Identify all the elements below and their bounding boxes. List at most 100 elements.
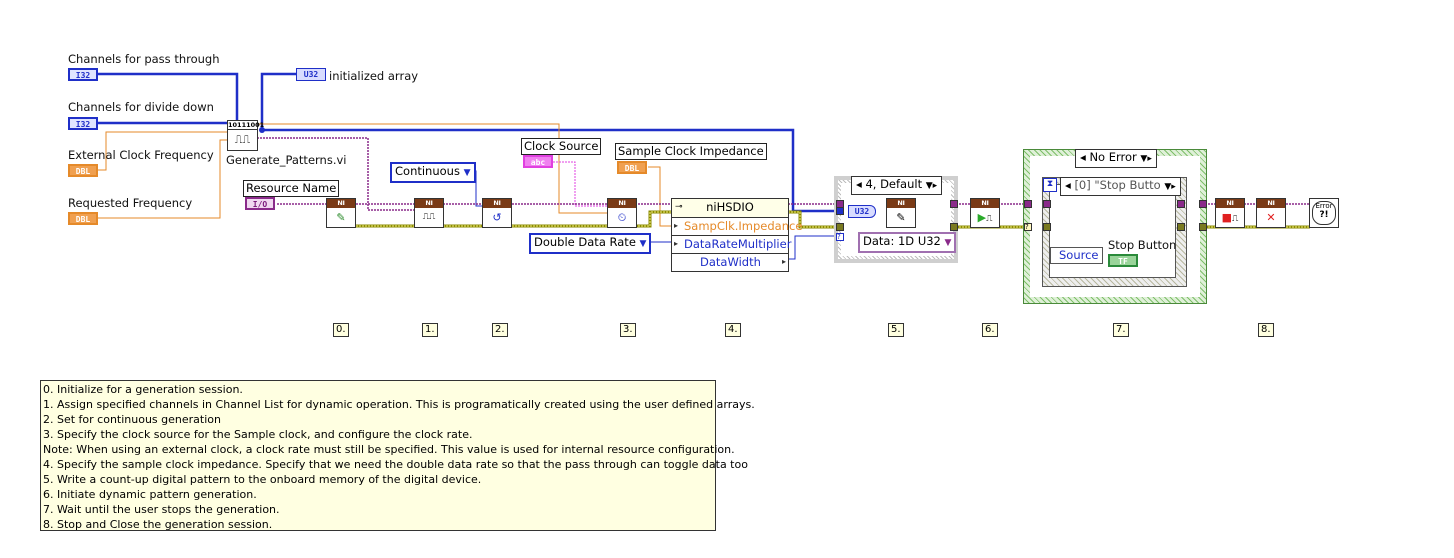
sample-clock-impedance-terminal[interactable]: DBL <box>617 161 647 174</box>
error-tunnel-out <box>950 223 958 231</box>
square-wave-icon: ⎍⎍ <box>234 133 251 146</box>
event-case-selector[interactable]: ◂ [0] "Stop Butto ▼▸ <box>1060 177 1181 196</box>
hsdio-assign-dynamic-channels-node[interactable]: NI HSDIO ⎍⎍ <box>414 198 444 228</box>
requested-frequency-terminal[interactable]: DBL <box>68 212 98 225</box>
data-rate-multiplier-ring[interactable]: Double Data Rate ▼ <box>529 233 652 254</box>
requested-frequency-label: Requested Frequency <box>68 196 193 210</box>
hsdio-close-node[interactable]: NI HSDIO ✕ <box>1256 198 1286 228</box>
comment-line: 6. Initiate dynamic pattern generation. <box>43 488 257 501</box>
step-label-2: 2. <box>492 323 508 337</box>
generation-mode-ring[interactable]: Continuous ▼ <box>390 162 476 183</box>
hsdio-configure-sample-clock-node[interactable]: NI HSDIO ⏲ <box>607 198 637 228</box>
dropdown-arrow-icon[interactable]: ▼▸ <box>1140 154 1152 164</box>
error-text: Error <box>1315 202 1333 210</box>
comment-line: 2. Set for continuous generation <box>43 413 221 426</box>
event-error-tunnel <box>1043 223 1051 231</box>
error-speech-bubble-icon: Error ?! <box>1312 201 1336 225</box>
wire-channel-list <box>257 137 414 211</box>
hsdio-initiate-node[interactable]: NI HSDIO ▶⎍ <box>970 198 1000 228</box>
hsdio-write-named-waveform-node[interactable]: NI HSDIO ✎ <box>886 198 916 228</box>
channels-pass-through-label: Channels for pass through <box>68 52 220 66</box>
dropdown-arrow-icon[interactable]: ▼▸ <box>1164 182 1176 192</box>
wire-ext-clock <box>98 131 228 171</box>
stop-button-label: Stop Button <box>1108 238 1177 252</box>
to-u32-conversion[interactable]: U32 <box>848 205 876 218</box>
property-label: SampClk.Impedance <box>684 219 803 233</box>
subvi-header: 10111001 <box>228 121 265 130</box>
wire-req-freq <box>98 139 228 219</box>
property-label: DataRateMultiplier <box>684 237 792 251</box>
simple-error-handler[interactable]: Error ?! <box>1309 198 1339 228</box>
comment-line: 5. Write a count-up digital pattern to t… <box>43 473 482 486</box>
dropdown-arrow-icon: ▼ <box>463 168 471 178</box>
input-arrow-icon: ▸ <box>674 221 679 230</box>
comment-line: Note: When using an external clock, a cl… <box>43 443 735 456</box>
node-header: NI HSDIO <box>1216 199 1244 216</box>
event-case-value: [0] "Stop Butto <box>1074 178 1161 192</box>
step-label-3: 3. <box>620 323 636 337</box>
selector-terminal: ? <box>1024 223 1032 231</box>
timeout-hourglass-icon: ⧗ <box>1043 178 1057 192</box>
hsdio-init-generation-session-node[interactable]: NI HSDIO ✎ <box>326 198 356 228</box>
resource-name-label: Resource Name <box>243 180 340 197</box>
comment-line: 4. Specify the sample clock impedance. S… <box>43 458 748 471</box>
play-icon: ▶⎍ <box>977 211 993 224</box>
step-label-6: 6. <box>982 323 998 337</box>
selector-terminal: ? <box>836 233 844 241</box>
node-header: NI HSDIO <box>483 199 511 216</box>
stop-button-terminal[interactable]: TF <box>1108 254 1138 267</box>
clock-source-terminal[interactable]: abc <box>523 155 553 168</box>
polymorphic-selector[interactable]: Data: 1D U32 ▼ <box>858 232 957 253</box>
event-data-label: Source <box>1059 248 1099 262</box>
close-x-icon: ✕ <box>1266 211 1276 224</box>
generate-patterns-subvi[interactable]: 10111001 ⎍⎍ <box>227 120 265 151</box>
repeat-loop-icon: ↺ <box>492 211 502 224</box>
comment-line: 7. Wait until the user stops the generat… <box>43 503 280 516</box>
channels-waveform-icon: ⎍⎍ <box>422 212 436 222</box>
error-tunnel <box>836 223 844 231</box>
property-node-header: ⊸ niHSDIO <box>672 199 788 217</box>
hsdio-abort-node[interactable]: NI HSDIO ■⎍ <box>1215 198 1245 228</box>
case-selector-default[interactable]: ◂ 4, Default ▼▸ <box>851 176 943 195</box>
case-selector-no-error[interactable]: ◂ No Error ▼▸ <box>1075 149 1157 168</box>
wire-datawidth <box>788 235 836 260</box>
initialized-array-label: initialized array <box>329 69 419 83</box>
decrement-arrow-icon[interactable]: ◂ <box>856 177 862 191</box>
comment-line: 3. Specify the clock source for the Samp… <box>43 428 473 441</box>
channels-divide-down-terminal[interactable]: I32 <box>68 117 98 130</box>
generation-mode-value: Continuous <box>395 164 460 178</box>
property-data-rate-multiplier[interactable]: ▸ DataRateMultiplier <box>672 235 792 253</box>
step-label-8: 8. <box>1258 323 1274 337</box>
step-label-1: 1. <box>422 323 438 337</box>
diagram-comment: 0. Initialize for a generation session. … <box>40 380 755 531</box>
wire-initialized-array-out <box>260 72 296 130</box>
dropdown-arrow-icon: ▼ <box>639 239 647 249</box>
hsdio-configure-generation-repeat-node[interactable]: NI HSDIO ↺ <box>482 198 512 228</box>
event-data-node-source[interactable]: Source <box>1050 247 1103 264</box>
property-node-title: niHSDIO <box>706 200 754 214</box>
initialized-array-terminal[interactable]: U32 <box>296 68 326 81</box>
wire-clock-rate <box>257 123 608 214</box>
property-sampclk-impedance[interactable]: ▸ SampClk.Impedance <box>672 217 802 235</box>
comment-line: 8. Stop and Close the generation session… <box>43 518 273 531</box>
external-clock-frequency-terminal[interactable]: DBL <box>68 164 98 177</box>
resource-name-terminal[interactable]: I/O <box>245 197 275 210</box>
property-data-width[interactable]: DataWidth ▸ <box>672 253 788 271</box>
case-selector-value: 4, Default <box>865 177 923 191</box>
step-label-7: 7. <box>1113 323 1129 337</box>
array-tunnel <box>836 207 844 215</box>
hsdio-property-node[interactable]: ⊸ niHSDIO ▸ SampClk.Impedance ▸ DataRate… <box>671 198 802 272</box>
clock-icon: ⏲ <box>617 211 627 224</box>
case-selector-value: No Error <box>1089 150 1137 164</box>
error-symbol: ?! <box>1319 210 1329 220</box>
decrement-arrow-icon[interactable]: ◂ <box>1065 178 1071 192</box>
channels-pass-through-terminal[interactable]: I32 <box>68 68 98 81</box>
dropdown-arrow-icon[interactable]: ▼▸ <box>925 181 938 191</box>
comment-line: 1. Assign specified channels in Channel … <box>43 398 755 411</box>
decrement-arrow-icon[interactable]: ◂ <box>1080 150 1086 164</box>
write-waveform-icon: ✎ <box>896 211 906 224</box>
sample-clock-impedance-label: Sample Clock Impedance <box>615 143 767 160</box>
dropdown-arrow-icon: ▼ <box>944 238 952 248</box>
session-tunnel-out <box>950 200 958 208</box>
wire-clock-source <box>553 161 608 207</box>
